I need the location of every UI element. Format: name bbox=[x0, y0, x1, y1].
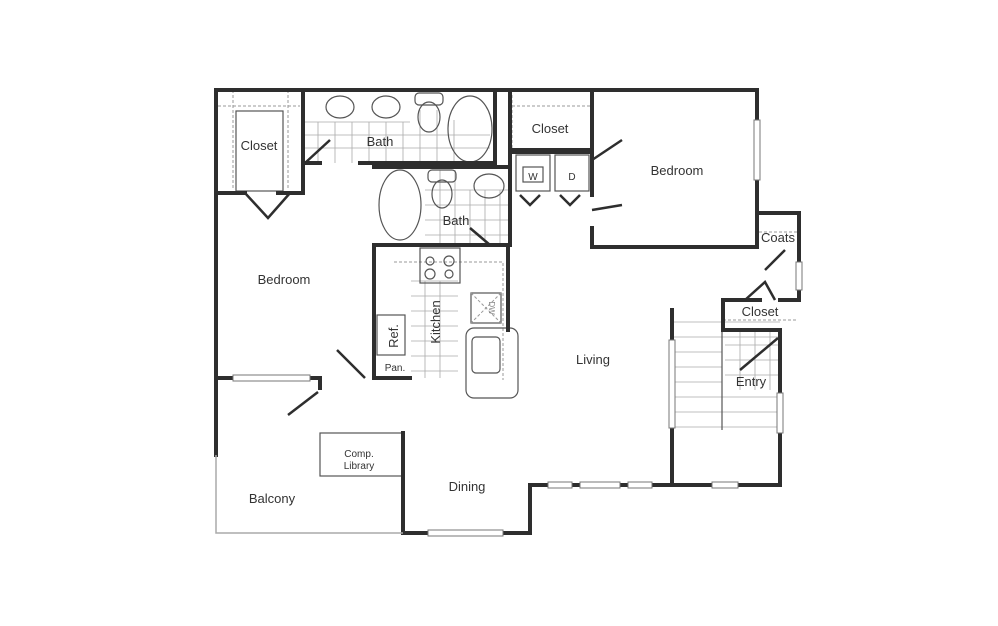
room-label-living: Living bbox=[576, 352, 610, 367]
room-label-balcony: Balcony bbox=[249, 491, 296, 506]
kitchen-sink-icon bbox=[471, 336, 501, 374]
room-label-bath-second: Bath bbox=[443, 213, 470, 228]
refrigerator-icon bbox=[376, 314, 406, 356]
walls bbox=[214, 88, 801, 535]
bathtub-icon bbox=[447, 95, 493, 163]
doors bbox=[244, 138, 786, 416]
room-label-coats: Coats bbox=[761, 230, 795, 245]
dishwasher-icon bbox=[470, 292, 502, 324]
stove-icon bbox=[419, 247, 461, 284]
room-label-bath-master: Bath bbox=[367, 134, 394, 149]
toilet-tank bbox=[414, 92, 444, 106]
pantry-label: Pan. bbox=[385, 363, 406, 374]
toilet-icon bbox=[417, 101, 441, 133]
windows bbox=[232, 119, 803, 537]
room-label-closet-entry: Closet bbox=[742, 304, 779, 319]
room-label-bedroom-left: Bedroom bbox=[258, 272, 311, 287]
room-label-kitchen: Kitchen bbox=[428, 300, 443, 343]
room-label-bedroom-right: Bedroom bbox=[651, 163, 704, 178]
room-label-closet-top: Closet bbox=[532, 121, 569, 136]
stairs bbox=[672, 321, 780, 428]
dryer-icon bbox=[554, 154, 590, 192]
comp-library-label-1: Comp. bbox=[344, 449, 373, 460]
room-label-closet-left: Closet bbox=[241, 138, 278, 153]
washer-label: W bbox=[528, 172, 538, 183]
closet-shelf bbox=[235, 110, 284, 192]
room-label-dining: Dining bbox=[449, 479, 486, 494]
sink-icon bbox=[371, 95, 401, 119]
dishwasher-label: DW bbox=[487, 301, 496, 315]
dryer-label: D bbox=[568, 172, 575, 183]
washer-icon bbox=[515, 154, 551, 192]
balcony-railing bbox=[215, 455, 403, 534]
bathtub-icon bbox=[378, 169, 422, 241]
ref-label: Ref. bbox=[386, 324, 401, 348]
comp-library-label-2: Library bbox=[344, 461, 375, 472]
sink-icon bbox=[325, 95, 355, 119]
counter bbox=[465, 327, 519, 399]
sink-icon bbox=[473, 173, 505, 199]
toilet-icon bbox=[431, 179, 453, 209]
room-label-entry: Entry bbox=[736, 374, 767, 389]
